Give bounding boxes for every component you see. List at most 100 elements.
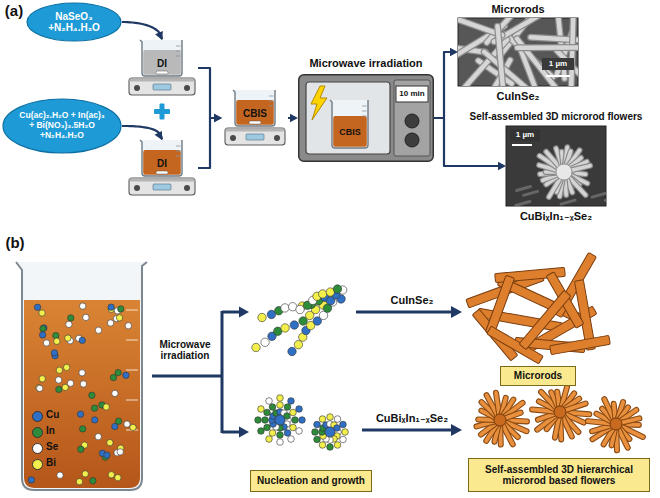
background-rod [605, 196, 606, 200]
sem-flower [516, 147, 606, 205]
atom-dot [82, 471, 88, 477]
nucleus-dot [269, 404, 276, 411]
nucleus-dot [334, 416, 341, 423]
connector-line [122, 22, 162, 39]
nucleus-dot [296, 406, 303, 413]
process-arrow [221, 311, 224, 433]
node-text: NaSeO₃ +N₂H₄.H₂O [34, 5, 114, 39]
graduation-mark [176, 156, 181, 157]
graduation-mark [269, 106, 274, 107]
atom-dot [68, 315, 74, 321]
stirrer-knob [134, 85, 140, 91]
connector-line [288, 117, 290, 119]
connector-arrow [122, 126, 162, 140]
stir-bar [156, 171, 168, 174]
nucleus-dot [299, 417, 306, 424]
atom-dot [117, 449, 123, 455]
lightning-bolt [311, 86, 327, 120]
graduation-mark [362, 111, 367, 112]
arrow-head [498, 162, 506, 170]
atom-dot [79, 426, 85, 432]
graduation-mark [176, 56, 181, 57]
arrow-head [290, 114, 298, 122]
nucleus-dot [264, 409, 271, 416]
scale-bar [546, 75, 570, 77]
sem-background [506, 126, 606, 206]
stirrer-display [153, 184, 171, 190]
atom-dot [34, 304, 40, 310]
atom-dot [83, 314, 89, 320]
nucleus-dot [296, 305, 304, 313]
process-label: CuBiₓIn₁₋ₓSe₂ [366, 410, 458, 426]
background-rod [561, 200, 575, 204]
graduation-mark [176, 151, 181, 152]
beaker-glass [233, 90, 275, 126]
stirred-beaker: DI [126, 40, 198, 96]
stirrer-top [226, 129, 285, 132]
process-arrow [356, 311, 452, 314]
connector-arrow [434, 118, 506, 170]
atom-dot [124, 421, 130, 427]
nucleus-dot [314, 436, 321, 443]
atom-dot [95, 327, 101, 333]
label-box [469, 459, 650, 492]
graduation-mark [126, 340, 138, 341]
microrod [550, 335, 611, 354]
stir-bar [156, 71, 168, 74]
arrow-head [450, 48, 458, 56]
oven-panel [394, 80, 430, 156]
atom-dot [67, 380, 73, 386]
nucleus-dot [340, 421, 347, 428]
atom-dot [80, 303, 86, 309]
arrow-head [239, 427, 249, 438]
connector-line [198, 68, 214, 118]
node-text: CBIS [332, 124, 368, 140]
nucleus-dot [266, 398, 273, 405]
process-arrow [362, 429, 452, 432]
atom-dot [130, 424, 136, 430]
nucleus-dot [319, 416, 326, 423]
nucleus-dot [340, 436, 347, 443]
node-text: Microrods [502, 367, 574, 385]
beaker: CBIS [326, 96, 374, 150]
nucleus-dot [318, 290, 326, 298]
rod [494, 18, 570, 42]
atom-dot [77, 411, 83, 417]
connector-arrow [198, 114, 222, 168]
nucleus-dot [314, 421, 321, 428]
process-label: Microwave irradiation [152, 336, 218, 364]
reagent-ellipse [3, 99, 121, 153]
rod-edge [498, 26, 503, 85]
nucleus-dot [277, 395, 284, 402]
nucleus-dot [258, 428, 265, 435]
plus-sign [160, 104, 165, 120]
stage-label-box: Self-assembled 3D hierarchical microrod … [468, 458, 650, 492]
arrow-head [239, 307, 249, 318]
nucleus-dot [284, 430, 291, 437]
graduation-mark [176, 51, 181, 52]
nucleus-dot [312, 429, 319, 436]
stirrer-knob [184, 85, 190, 91]
node-text: 1 µm [542, 58, 574, 70]
atom-dot [107, 320, 113, 326]
rod-edge [484, 52, 534, 86]
graduation-mark [176, 146, 181, 147]
oven-knob [405, 114, 419, 128]
node-text: Self-assembled 3D microrod flowers [454, 110, 658, 124]
atom-dot [103, 404, 109, 410]
nucleus-dot [264, 424, 271, 431]
atom-dot [90, 478, 96, 484]
atom-dot [39, 332, 45, 338]
node-text: CuInSe₂ [468, 88, 568, 104]
process-arrow [222, 431, 240, 434]
nucleus-dot [266, 436, 273, 443]
background-rod [592, 193, 606, 197]
oven-body [299, 75, 434, 162]
stirrer-top [130, 179, 195, 182]
microrod [486, 275, 515, 334]
legend-text: In [46, 424, 72, 438]
nucleus-dot [281, 324, 289, 332]
oven-display [396, 86, 428, 102]
legend-swatch [32, 427, 43, 438]
